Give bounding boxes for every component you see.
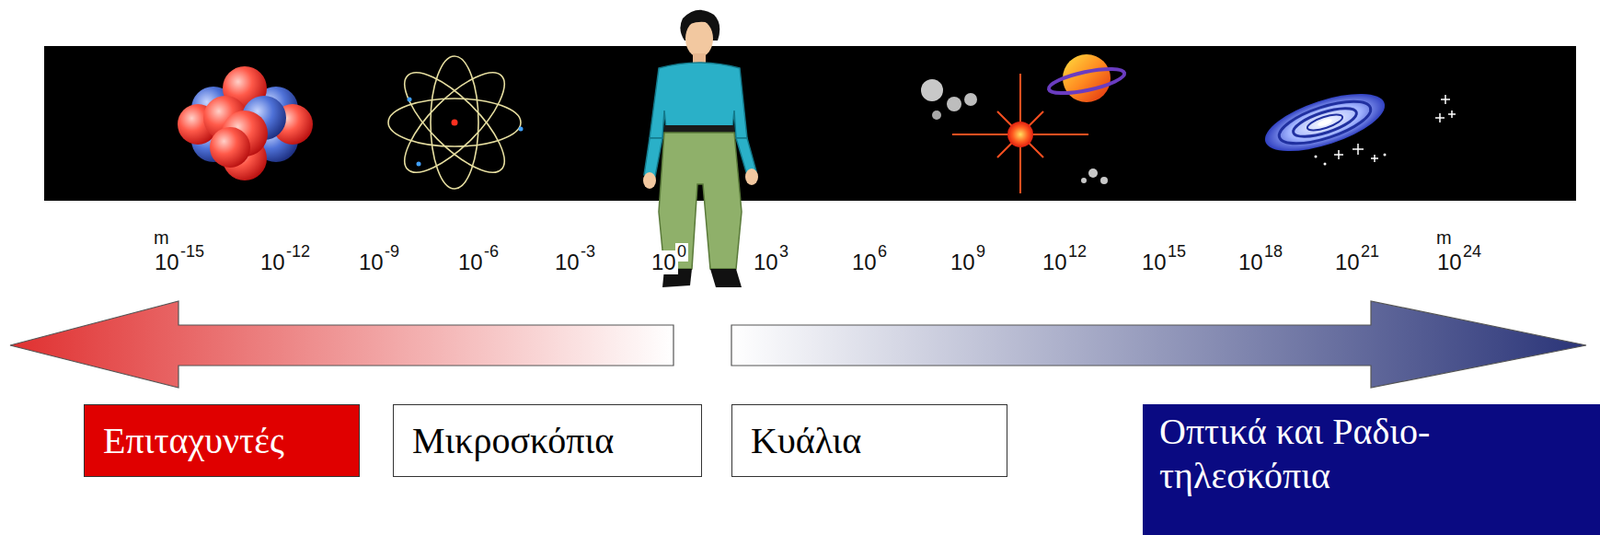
box-label: Μικροσκόπια — [412, 418, 683, 463]
galaxy-icon — [1258, 81, 1392, 163]
box-label: Κυάλια — [750, 418, 989, 463]
scale-exponent: 3 — [777, 242, 791, 262]
nucleus-icon — [177, 66, 313, 181]
scale-exponent: 15 — [1165, 242, 1188, 262]
scale-base: 10 — [850, 250, 879, 275]
scale-box: Μικροσκόπια — [392, 403, 703, 477]
unit-label: m — [1434, 227, 1454, 248]
scale-exponent: -6 — [482, 242, 501, 262]
stars — [1314, 94, 1457, 166]
scale-exponent: -15 — [178, 242, 207, 262]
scale-exponent: 6 — [875, 242, 889, 262]
scale-exponent: 0 — [675, 242, 689, 262]
scale-base: 10 — [1139, 250, 1169, 275]
scale-base: 10 — [751, 250, 781, 275]
scale-exponent: 21 — [1358, 242, 1382, 262]
unit-label: m — [151, 227, 172, 248]
scale-exponent: 24 — [1461, 242, 1484, 262]
scale-base: 10 — [258, 250, 288, 275]
scale-base: 10 — [456, 250, 485, 275]
scale-box: Οπτικά και Ραδιο- τηλεσκόπια — [1142, 403, 1600, 535]
scale-exponent: -3 — [578, 242, 598, 262]
left-arrow — [10, 300, 674, 388]
scale-base: 10 — [152, 250, 182, 275]
scale-base: 10 — [1333, 250, 1362, 275]
scale-exponent: -9 — [382, 242, 402, 262]
scale-base: 10 — [1435, 250, 1464, 275]
scale-base: 10 — [1236, 250, 1266, 275]
person-figure — [643, 10, 759, 288]
atom-icon — [388, 56, 524, 189]
box-label: Επιταχυντές — [103, 418, 341, 463]
scale-box: Επιταχυντές — [83, 403, 360, 477]
scale-base: 10 — [948, 250, 978, 275]
scale-base: 10 — [649, 250, 679, 275]
space-band — [44, 46, 1577, 201]
solar-system-icon — [920, 54, 1127, 194]
scale-exponent: -12 — [284, 242, 312, 262]
scale-base: 10 — [552, 250, 582, 275]
scale-exponent: 9 — [974, 242, 988, 262]
scale-box: Κυάλια — [731, 403, 1008, 477]
scale-base: 10 — [1040, 250, 1070, 275]
right-arrow — [731, 300, 1587, 388]
scale-base: 10 — [356, 250, 386, 275]
scale-exponent: 12 — [1066, 242, 1089, 262]
box-label: Οπτικά και Ραδιο- τηλεσκόπια — [1159, 409, 1584, 498]
scale-exponent: 18 — [1262, 242, 1285, 262]
